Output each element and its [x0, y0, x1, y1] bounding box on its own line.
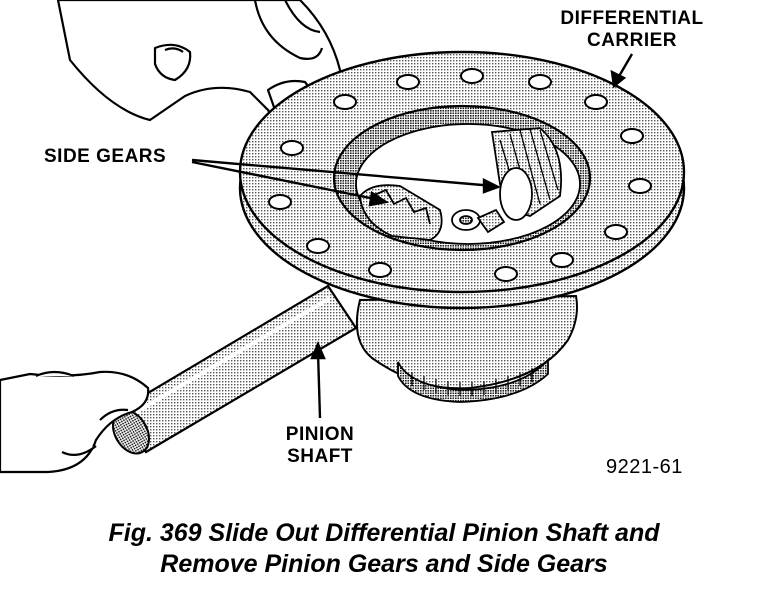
- side-gears-label: SIDE GEARS: [44, 146, 166, 168]
- lower-hand: [0, 370, 150, 474]
- caption-line2: Remove Pinion Gears and Side Gears: [160, 550, 608, 578]
- pinion-shaft-line1: PINION: [285, 424, 355, 445]
- figure-caption: Fig. 369 Slide Out Differential Pinion S…: [0, 518, 768, 580]
- differential-carrier-line1: DIFFERENTIAL: [560, 8, 704, 29]
- pinion-shaft: [111, 284, 358, 455]
- leader-lines: [191, 53, 634, 419]
- caption-line1: Fig. 369 Slide Out Differential Pinion S…: [108, 519, 660, 547]
- gears: [359, 127, 562, 241]
- figure-id: 9221-61: [606, 456, 683, 478]
- differential-carrier-label: DIFFERENTIAL CARRIER: [548, 8, 716, 52]
- pinion-shaft-label: PINION SHAFT: [270, 424, 370, 468]
- carrier-case: [355, 294, 578, 403]
- differential-carrier-line2: CARRIER: [586, 30, 678, 51]
- side-gears-text: SIDE GEARS: [44, 146, 167, 167]
- carrier-flange: [238, 50, 686, 310]
- bolt-holes: [268, 68, 652, 282]
- pinion-shaft-line2: SHAFT: [287, 446, 353, 467]
